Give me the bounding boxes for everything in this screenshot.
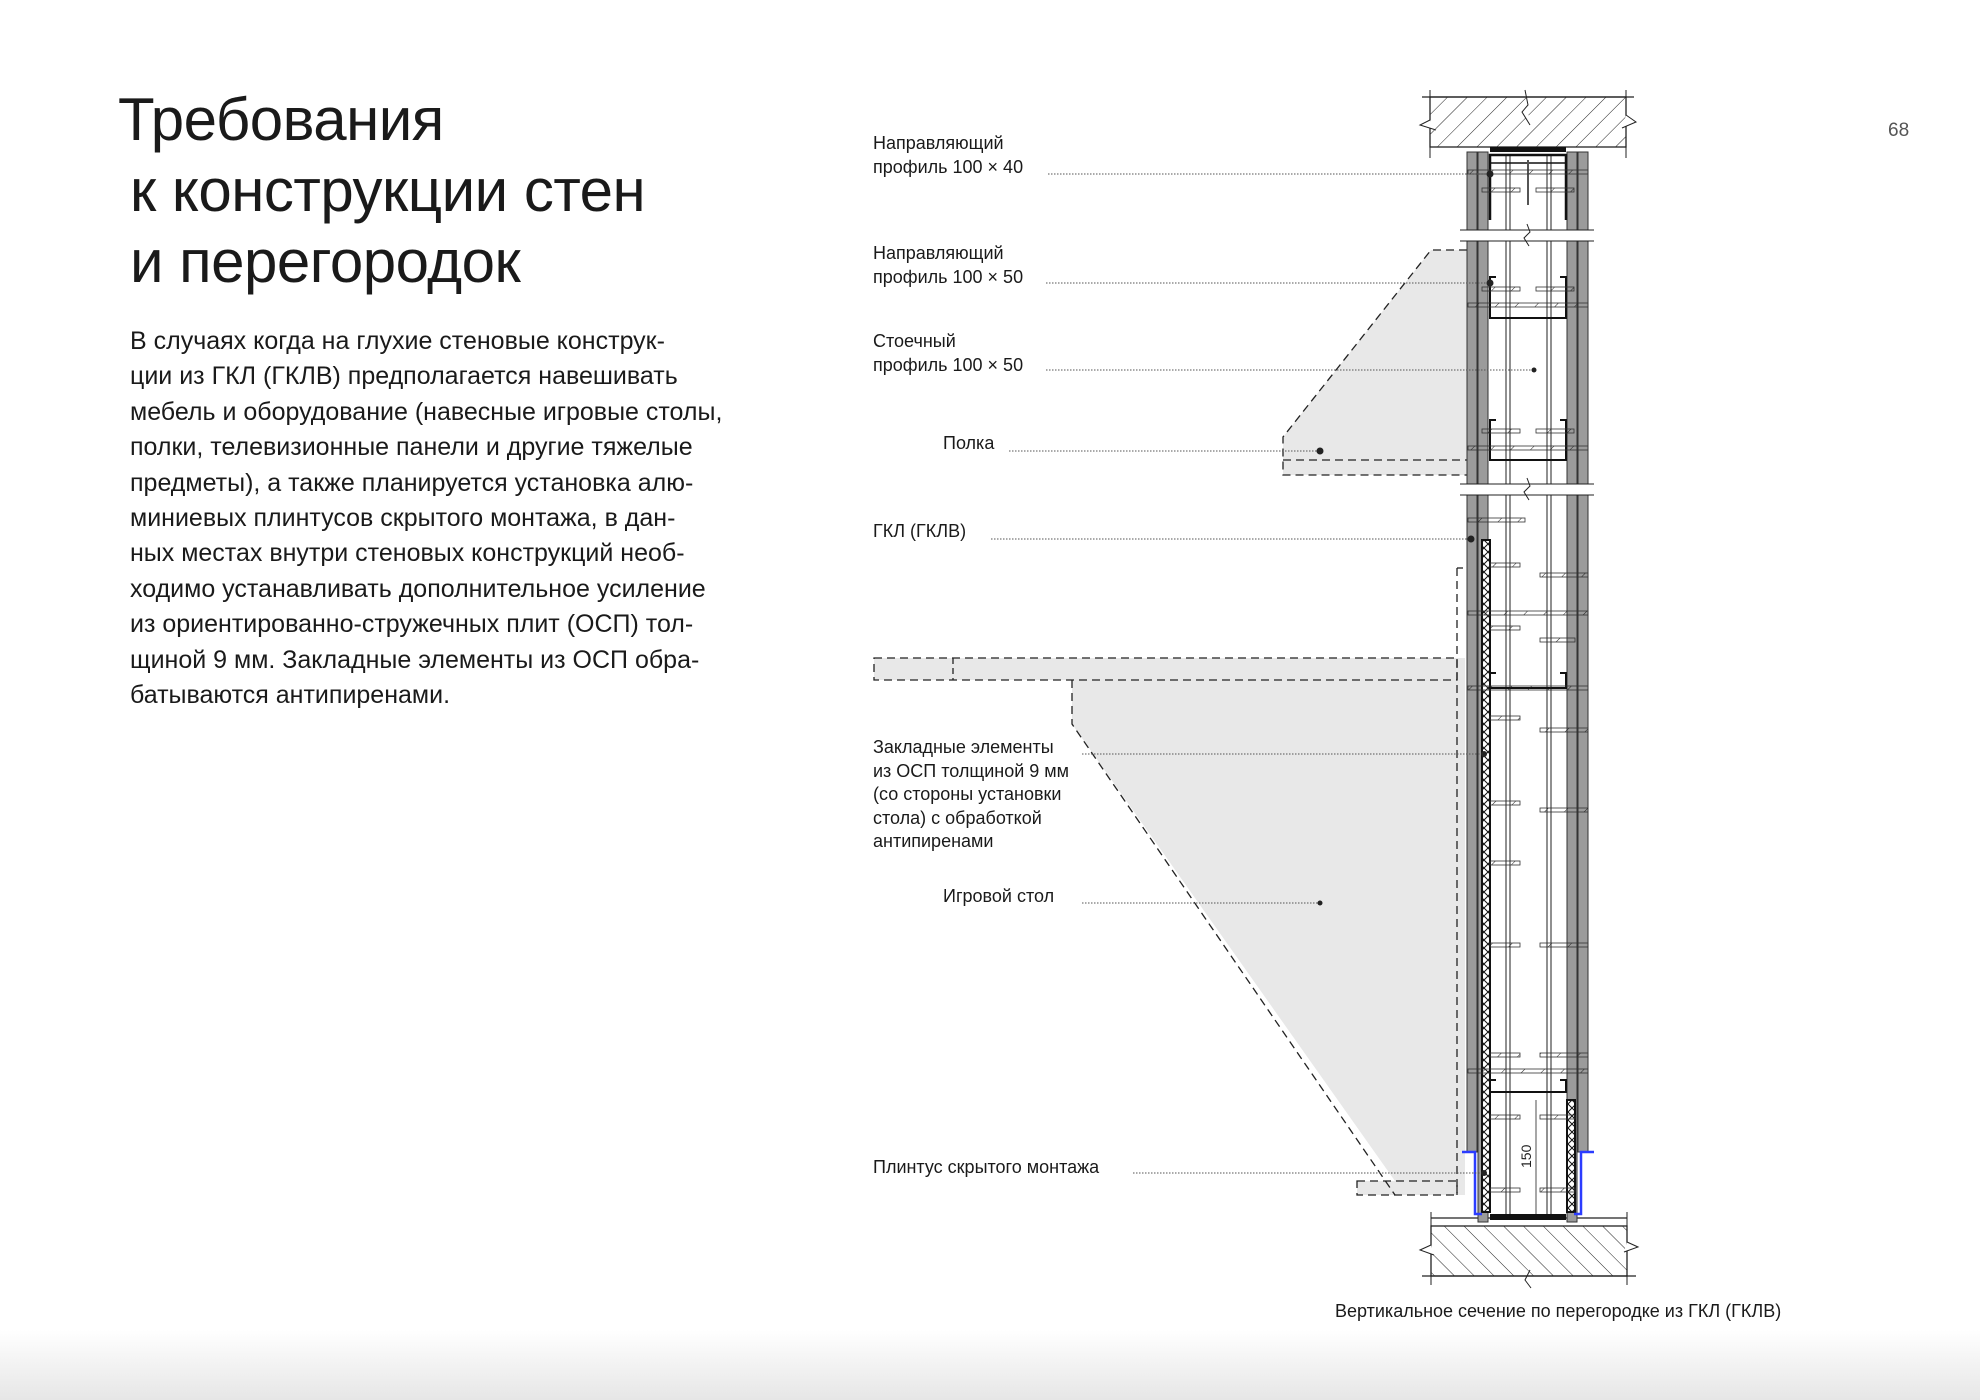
label-hidden-plinth: Плинтус скрытого монтажа: [873, 1157, 1100, 1177]
dimension-150: 150: [1518, 1144, 1534, 1168]
screw: [1535, 286, 1575, 292]
body-line: ходимо устанавливать дополнительное усил…: [130, 574, 706, 603]
label-stud-profile-100x50: Стоечный профиль 100 × 50: [873, 330, 1023, 377]
label-line: профиль 100 × 50: [873, 354, 1024, 375]
hidden-plinth-right: [1574, 1150, 1594, 1216]
label-line: Направляющий: [873, 243, 1004, 263]
body-line: батываются антипиренами.: [130, 681, 451, 710]
label-line: профиль 100 × 50: [873, 266, 1024, 287]
floor-slab: [1418, 1212, 1640, 1289]
screw: [1539, 1187, 1576, 1193]
title-line-3: и перегородок: [130, 228, 521, 295]
screw: [1467, 610, 1589, 616]
screw: [1539, 637, 1576, 643]
body-line: предметы), а также планируется установка…: [130, 468, 694, 497]
screw: [1467, 445, 1589, 451]
label-line: (со стороны установки: [873, 784, 1062, 805]
guide-profile-100x50: [1489, 1079, 1567, 1093]
screw: [1481, 286, 1521, 292]
break-lines: [1455, 223, 1600, 501]
title-line-1: Требования: [118, 86, 444, 153]
screw: [1489, 860, 1521, 866]
label-line: стола) с обработкой: [873, 807, 1042, 828]
label-guide-profile-100x40: Направляющий профиль 100 × 40: [873, 132, 1023, 179]
title-line-2: к конструкции стен: [130, 157, 646, 224]
body-line: миниевых плинтусов скрытого монтажа, в д…: [130, 504, 676, 533]
shelf-outline: [1282, 249, 1467, 476]
label-gypsum-board: ГКЛ (ГКЛВ): [873, 521, 967, 541]
page-number: 68: [1888, 120, 1910, 141]
label-osb-inserts: Закладные элементы из ОСП толщиной 9 мм …: [873, 736, 1069, 854]
body-line: мебель и оборудование (навесные игровые …: [130, 397, 723, 426]
label-line: антипиренами: [873, 831, 994, 852]
body-paragraph: В случаях когда на глухие стеновые конст…: [130, 324, 722, 713]
guide-profile-100x50: [1489, 419, 1567, 461]
screw: [1535, 187, 1575, 193]
partition-wall: [1462, 151, 1594, 1223]
screw: [1489, 715, 1521, 721]
leader-lines: [991, 173, 1534, 1174]
screw: [1467, 302, 1589, 308]
body-line: из ориентированно-стружечных плит (ОСП) …: [130, 610, 694, 639]
screw: [1489, 1114, 1521, 1120]
screw: [1467, 1068, 1589, 1074]
screw: [1539, 1114, 1576, 1120]
label-line: из ОСП толщиной 9 мм: [873, 760, 1070, 781]
page-title: Требования к конструкции стен и перегоро…: [118, 84, 646, 297]
screw: [1539, 807, 1589, 813]
label-line: Направляющий: [873, 133, 1004, 153]
screw: [1539, 1052, 1589, 1058]
screw: [1481, 187, 1521, 193]
label-guide-profile-100x50: Направляющий профиль 100 × 50: [873, 242, 1023, 289]
screw: [1539, 942, 1589, 948]
screw: [1489, 1052, 1521, 1058]
screw: [1489, 625, 1521, 631]
screw: [1489, 562, 1521, 568]
label-line: Стоечный: [873, 331, 956, 351]
screw: [1535, 428, 1575, 434]
page-bottom-shadow: [0, 1330, 1980, 1400]
leader-dots: [1316, 170, 1537, 1176]
guide-profile-100x40: [1488, 153, 1568, 220]
label-line: профиль 100 × 40: [873, 156, 1024, 177]
screw: [1489, 800, 1521, 806]
screw: [1489, 1187, 1521, 1193]
gypsum-board-layer: [1577, 151, 1589, 1153]
hidden-plinth-left: [1462, 1150, 1482, 1216]
drawing-caption: Вертикальное сечение по перегородке из Г…: [1335, 1301, 1782, 1321]
screw: [1539, 572, 1589, 578]
guide-profile-100x50: [1489, 276, 1567, 319]
screw: [1467, 517, 1526, 523]
gaming-table-outline: [873, 567, 1467, 1196]
screw: [1467, 685, 1589, 691]
ceiling-slab: [1418, 89, 1638, 158]
label-gaming-table: Игровой стол: [943, 886, 1055, 906]
body-line: ции из ГКЛ (ГКЛВ) предполагается навешив…: [130, 362, 678, 391]
label-line: Закладные элементы: [873, 737, 1054, 757]
screw: [1489, 942, 1521, 948]
label-shelf: Полка: [943, 433, 995, 453]
screw: [1467, 169, 1589, 175]
screw: [1539, 727, 1589, 733]
body-line: щиной 9 мм. Закладные элементы из ОСП об…: [130, 645, 700, 674]
osb-insert-right: [1566, 1099, 1576, 1213]
screw: [1481, 428, 1521, 434]
body-line: полки, телевизионные панели и другие тяж…: [130, 433, 693, 462]
body-line: ных местах внутри стеновых конструкций н…: [130, 539, 685, 568]
osb-insert-left: [1481, 539, 1491, 1213]
body-line: В случаях когда на глухие стеновые конст…: [130, 327, 665, 355]
gypsum-board-layer: [1466, 151, 1478, 1153]
